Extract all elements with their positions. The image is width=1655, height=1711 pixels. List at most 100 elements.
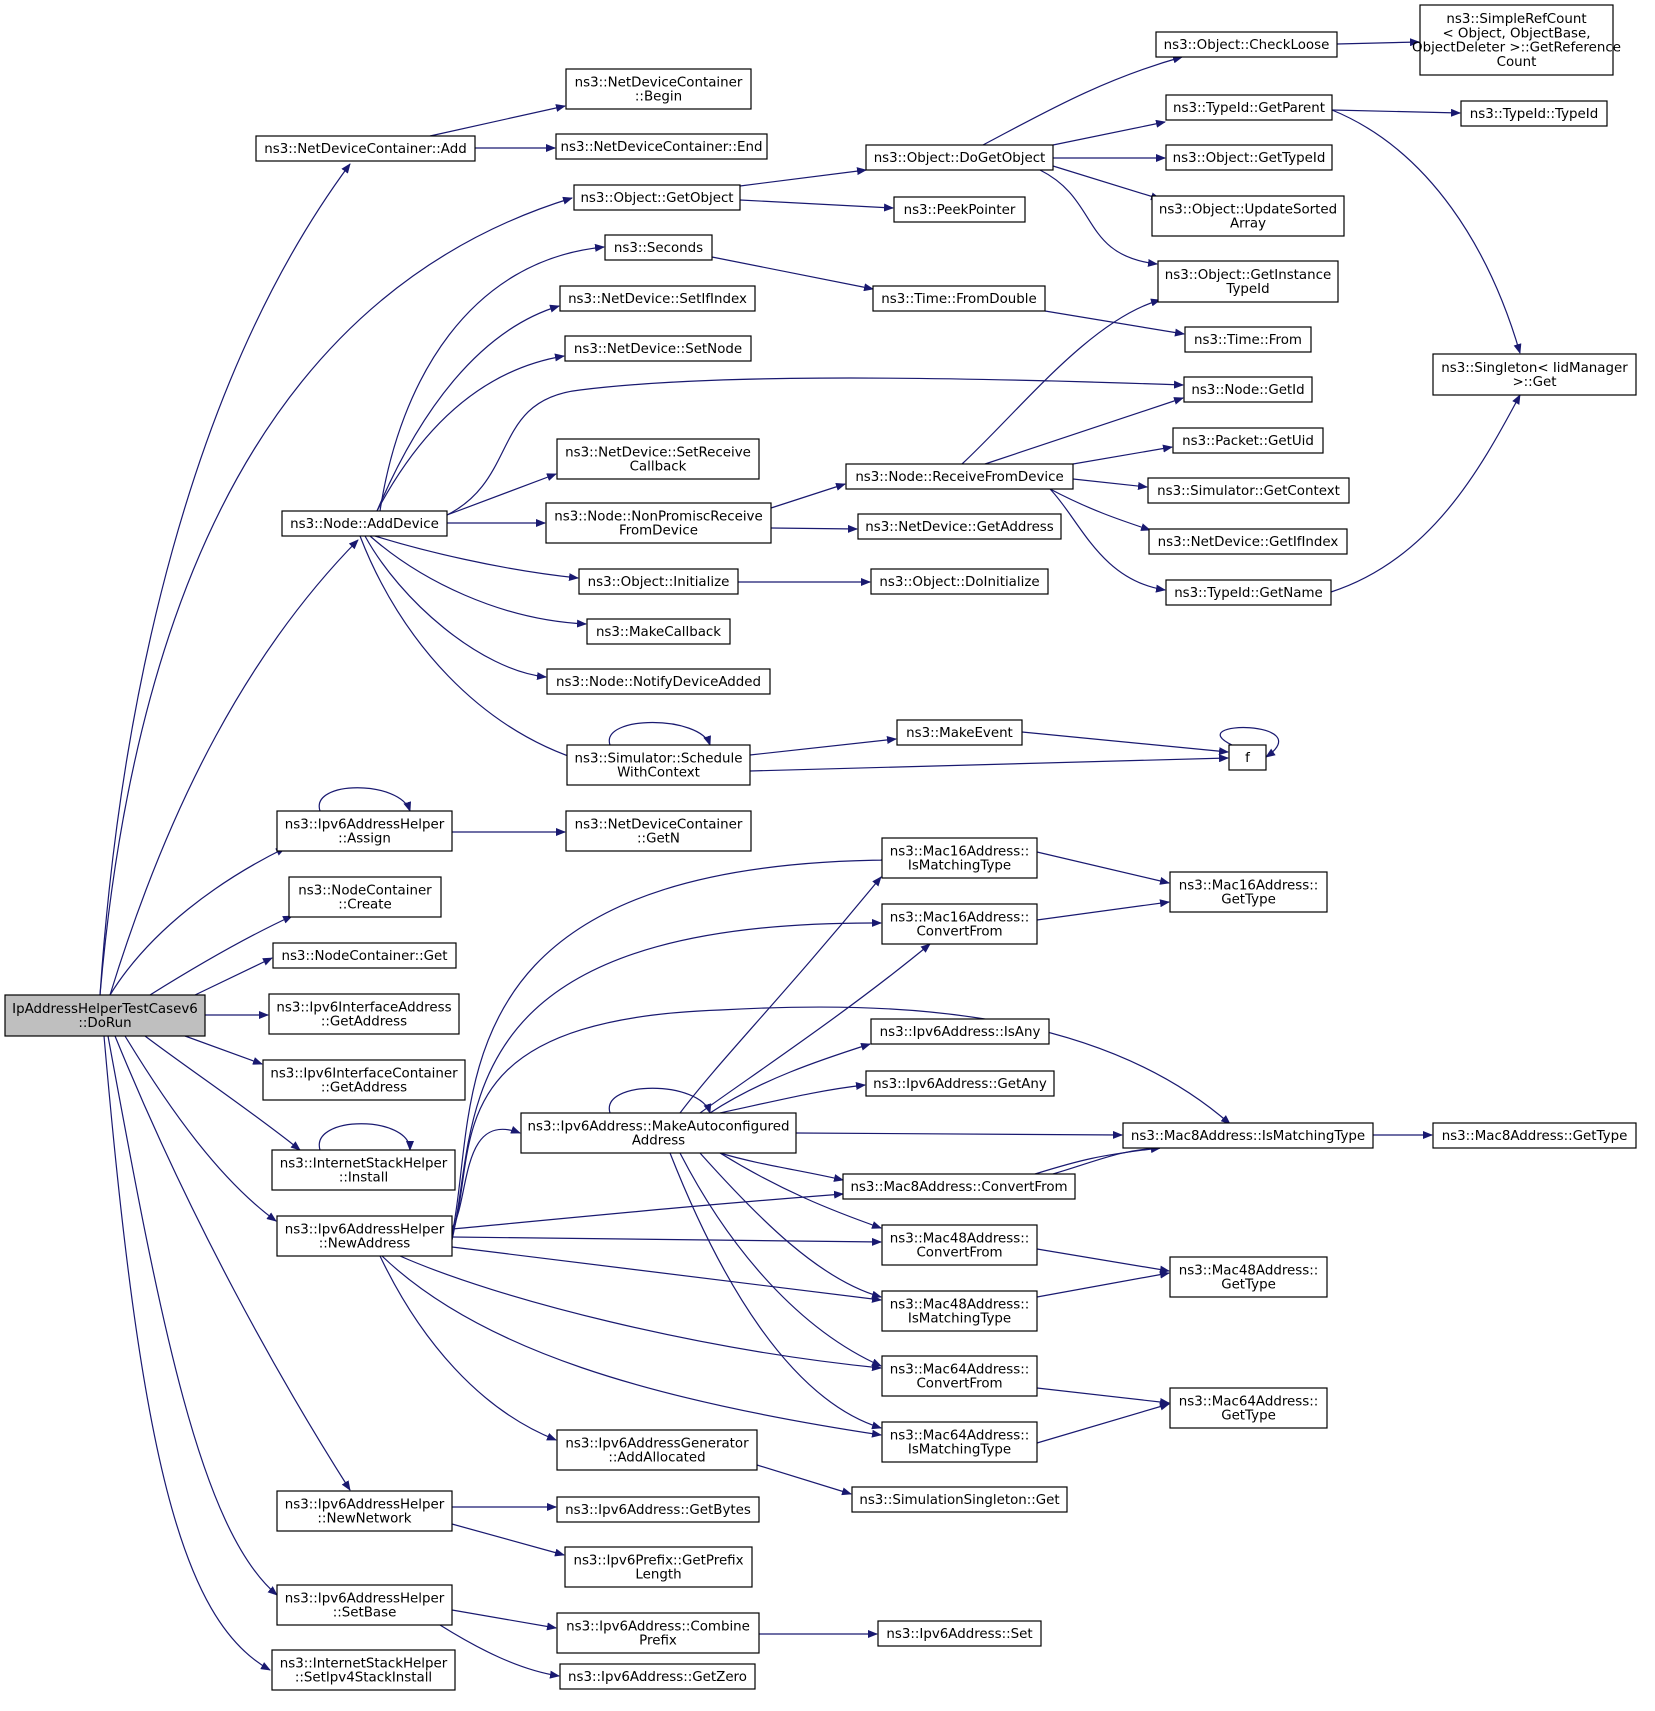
- node-mac8-gettype[interactable]: ns3::Mac8Address::GetType: [1432, 1122, 1637, 1149]
- node-ipv6gen-addalloc[interactable]: ns3::Ipv6AddressGenerator::AddAllocated: [556, 1429, 758, 1471]
- node-nd-getaddress[interactable]: ns3::NetDevice::GetAddress: [857, 513, 1062, 540]
- node-packet-getuid[interactable]: ns3::Packet::GetUid: [1172, 427, 1324, 454]
- node-nc-create[interactable]: ns3::NodeContainer::Create: [288, 876, 442, 918]
- node-label: ns3::Object::GetTypeId: [1173, 151, 1326, 166]
- call-edge-41: [984, 397, 1184, 465]
- node-ipv6a-getbytes[interactable]: ns3::Ipv6Address::GetBytes: [556, 1496, 760, 1523]
- node-mac48-ismatching[interactable]: ns3::Mac48Address::IsMatchingType: [881, 1290, 1038, 1332]
- call-edges: [99, 38, 1522, 1679]
- node-ndc-add[interactable]: ns3::NetDeviceContainer::Add: [255, 135, 476, 162]
- node-time-from[interactable]: ns3::Time::From: [1184, 326, 1312, 353]
- call-edge-67: [381, 1255, 882, 1438]
- node-label: >::Get: [1512, 375, 1556, 390]
- node-typeid-getname[interactable]: ns3::TypeId::GetName: [1165, 579, 1332, 606]
- node-label: IsMatchingType: [908, 1312, 1011, 1327]
- node-mac48-gettype[interactable]: ns3::Mac48Address::GetType: [1169, 1256, 1328, 1298]
- node-f[interactable]: f: [1228, 744, 1267, 771]
- node-mac64-gettype[interactable]: ns3::Mac64Address::GetType: [1169, 1387, 1328, 1429]
- node-obj-gettypeid[interactable]: ns3::Object::GetTypeId: [1165, 144, 1333, 171]
- node-mac16-ismatching[interactable]: ns3::Mac16Address::IsMatchingType: [881, 837, 1038, 879]
- call-edge-74: [719, 1152, 844, 1182]
- node-simsingleton-get[interactable]: ns3::SimulationSingleton::Get: [851, 1486, 1068, 1513]
- node-mac64-ismatching[interactable]: ns3::Mac64Address::IsMatchingType: [881, 1421, 1038, 1463]
- node-label: ns3::Node::NonPromiscReceive: [554, 509, 762, 524]
- node-label: ns3::Time::From: [1194, 333, 1302, 348]
- node-typeid-typeid[interactable]: ns3::TypeId::TypeId: [1460, 100, 1608, 127]
- node-peekpointer[interactable]: ns3::PeekPointer: [893, 196, 1026, 223]
- node-simplerefcount[interactable]: ns3::SimpleRefCount< Object, ObjectBase,…: [1412, 4, 1621, 76]
- node-makecallback[interactable]: ns3::MakeCallback: [586, 618, 731, 645]
- node-sim-getcontext[interactable]: ns3::Simulator::GetContext: [1147, 477, 1350, 504]
- node-nd-setnode[interactable]: ns3::NetDevice::SetNode: [564, 335, 752, 362]
- node-label: ns3::Ipv6AddressHelper: [285, 1222, 445, 1237]
- call-edge-18: [1052, 119, 1166, 146]
- node-label: ns3::NetDevice::SetNode: [574, 342, 742, 357]
- node-ipv6a-makeauto[interactable]: ns3::Ipv6Address::MakeAutoconfiguredAddr…: [520, 1112, 797, 1154]
- node-nc-get[interactable]: ns3::NodeContainer::Get: [272, 942, 457, 969]
- node-label: ::GetAddress: [321, 1081, 407, 1096]
- node-ndc-begin[interactable]: ns3::NetDeviceContainer::Begin: [565, 68, 752, 110]
- node-typeid-getparent[interactable]: ns3::TypeId::GetParent: [1165, 94, 1333, 121]
- node-obj-dogetobject[interactable]: ns3::Object::DoGetObject: [865, 144, 1054, 171]
- node-mac16-gettype[interactable]: ns3::Mac16Address::GetType: [1169, 871, 1328, 913]
- node-node-adddevice[interactable]: ns3::Node::AddDevice: [281, 510, 448, 537]
- call-edge-65: [451, 1246, 882, 1303]
- node-makeevent[interactable]: ns3::MakeEvent: [896, 719, 1023, 746]
- node-mac16-convertfrom[interactable]: ns3::Mac16Address::ConvertFrom: [881, 903, 1038, 945]
- call-edge-53: [1036, 1270, 1170, 1298]
- node-label: ns3::Node::NotifyDeviceAdded: [556, 675, 761, 690]
- node-label: ::Assign: [338, 832, 391, 847]
- node-node-notify[interactable]: ns3::Node::NotifyDeviceAdded: [546, 668, 771, 695]
- node-mac64-convertfrom[interactable]: ns3::Mac64Address::ConvertFrom: [881, 1355, 1038, 1397]
- node-mac8-ismatching[interactable]: ns3::Mac8Address::IsMatchingType: [1122, 1122, 1374, 1149]
- node-mac48-convertfrom[interactable]: ns3::Mac48Address::ConvertFrom: [881, 1224, 1038, 1266]
- node-label: ns3::Object::GetObject: [580, 191, 733, 206]
- node-ipv6ia-getaddress[interactable]: ns3::Ipv6InterfaceAddress::GetAddress: [268, 993, 460, 1035]
- node-ipv6h-newnetwork[interactable]: ns3::Ipv6AddressHelper::NewNetwork: [276, 1490, 453, 1532]
- node-label: f: [1245, 751, 1250, 766]
- node-ipv6a-set[interactable]: ns3::Ipv6Address::Set: [877, 1620, 1042, 1647]
- node-label: ns3::Mac64Address::: [1179, 1394, 1319, 1409]
- node-ipv6h-setbase[interactable]: ns3::Ipv6AddressHelper::SetBase: [276, 1584, 453, 1626]
- call-edge-11: [107, 1035, 278, 1596]
- node-ish-install[interactable]: ns3::InternetStackHelper::Install: [271, 1149, 456, 1191]
- call-edge-32: [446, 473, 557, 516]
- node-label: ns3::PeekPointer: [904, 203, 1016, 218]
- node-seconds[interactable]: ns3::Seconds: [604, 234, 713, 261]
- call-edge-22: [1336, 38, 1420, 47]
- call-edge-42: [1072, 444, 1173, 465]
- node-ipv6a-getany[interactable]: ns3::Ipv6Address::GetAny: [865, 1070, 1055, 1097]
- node-root[interactable]: IpAddressHelperTestCasev6::DoRun: [4, 994, 206, 1037]
- node-ipv6a-isany[interactable]: ns3::Ipv6Address::IsAny: [870, 1018, 1050, 1045]
- node-label: ns3::Mac16Address::: [1179, 878, 1319, 893]
- node-label: ns3::NetDevice::SetReceive: [565, 445, 751, 460]
- node-obj-initialize[interactable]: ns3::Object::Initialize: [578, 568, 739, 595]
- node-nd-setifindex[interactable]: ns3::NetDevice::SetIfIndex: [559, 285, 756, 312]
- node-time-fromdouble[interactable]: ns3::Time::FromDouble: [872, 285, 1046, 312]
- node-obj-checkloose[interactable]: ns3::Object::CheckLoose: [1155, 31, 1338, 58]
- node-obj-doinitialize[interactable]: ns3::Object::DoInitialize: [870, 568, 1049, 595]
- node-singleton-get[interactable]: ns3::Singleton< IidManager>::Get: [1432, 353, 1637, 396]
- node-obj-getobject[interactable]: ns3::Object::GetObject: [573, 184, 741, 211]
- node-ipv6ic-getaddress[interactable]: ns3::Ipv6InterfaceContainer::GetAddress: [262, 1059, 466, 1101]
- node-label: ns3::NetDevice::SetIfIndex: [568, 292, 747, 307]
- call-edge-58: [1034, 1145, 1161, 1175]
- node-node-receivefrom[interactable]: ns3::Node::ReceiveFromDevice: [845, 463, 1074, 490]
- node-ipv6h-newaddress[interactable]: ns3::Ipv6AddressHelper::NewAddress: [276, 1215, 453, 1257]
- node-nd-getifindex[interactable]: ns3::NetDevice::GetIfIndex: [1148, 528, 1348, 555]
- node-ish-setipv4[interactable]: ns3::InternetStackHelper::SetIpv4StackIn…: [271, 1649, 456, 1691]
- node-ndc-end[interactable]: ns3::NetDeviceContainer::End: [555, 133, 768, 160]
- node-mac8-convertfrom[interactable]: ns3::Mac8Address::ConvertFrom: [842, 1173, 1076, 1200]
- call-edge-54: [1036, 1248, 1170, 1274]
- node-ipv6a-getzero[interactable]: ns3::Ipv6Address::GetZero: [559, 1663, 756, 1690]
- node-node-getid[interactable]: ns3::Node::GetId: [1183, 376, 1313, 403]
- node-ndc-getn[interactable]: ns3::NetDeviceContainer::GetN: [565, 810, 752, 852]
- node-ipv6h-assign[interactable]: ns3::Ipv6AddressHelper::Assign: [276, 810, 453, 852]
